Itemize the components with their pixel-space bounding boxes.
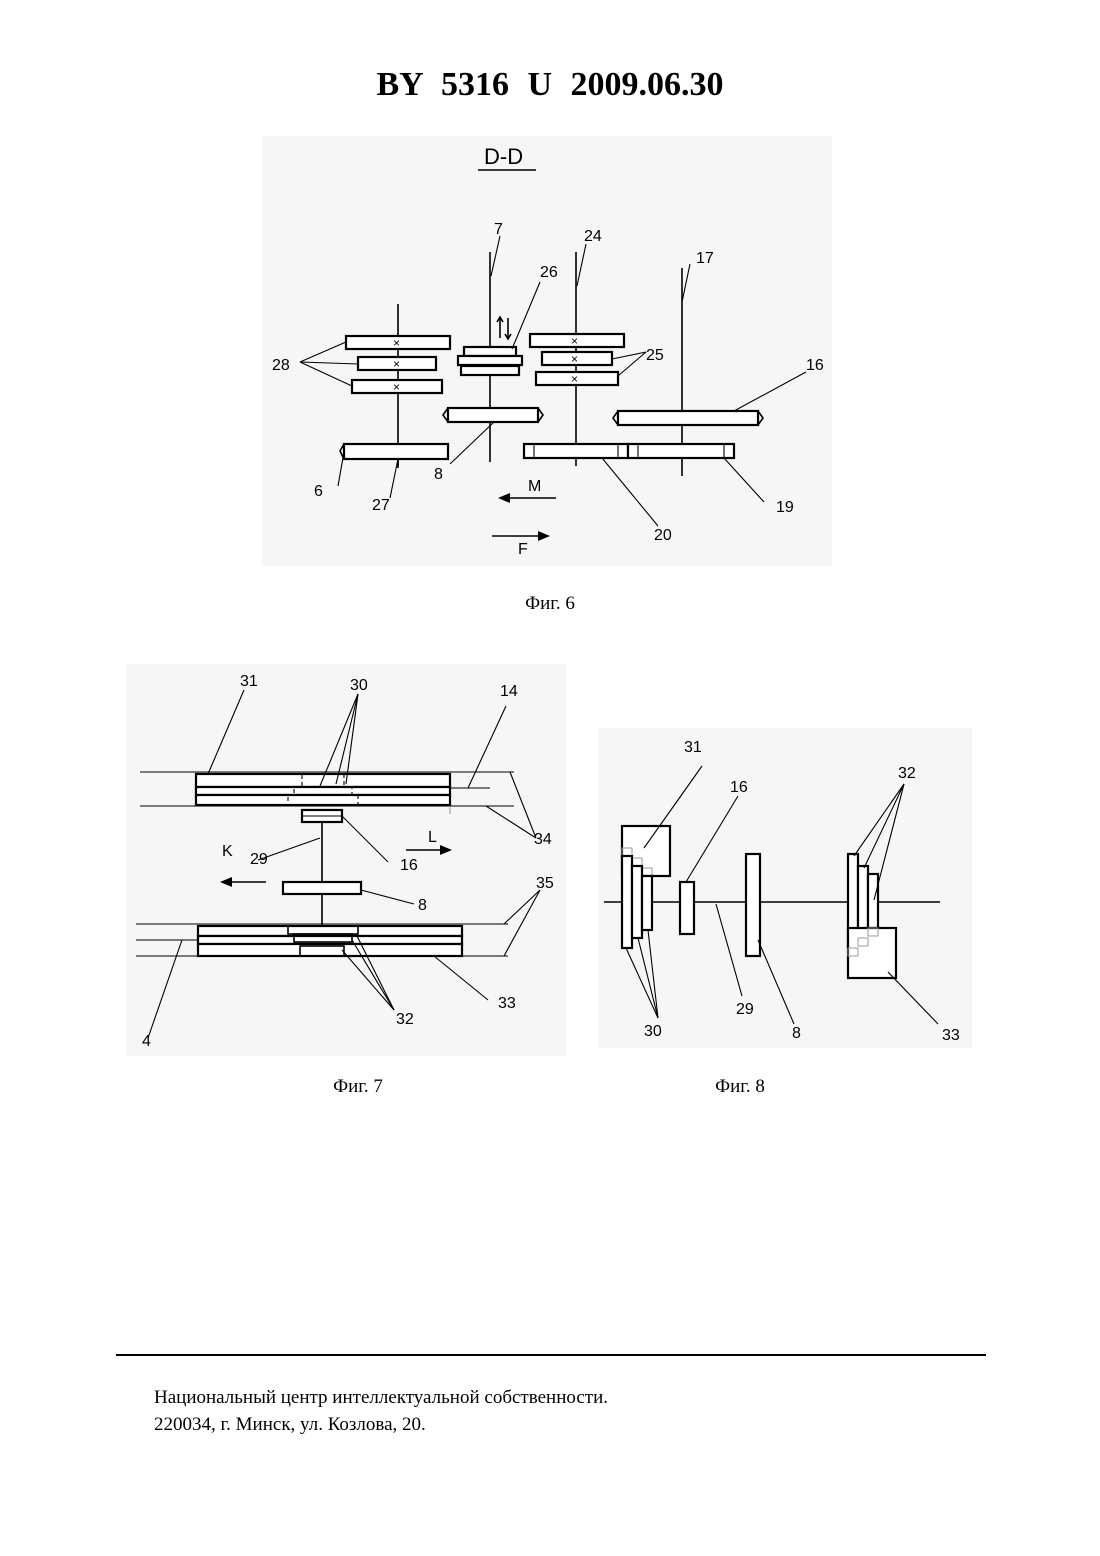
label-29: 29 <box>736 1001 754 1018</box>
gear-6 <box>344 444 448 459</box>
figure-6-caption: Фиг. 6 <box>450 593 650 615</box>
label-31: 31 <box>684 739 702 756</box>
label-K: K <box>222 843 233 860</box>
figure-8-caption: Фиг. 8 <box>640 1076 840 1098</box>
label-29: 29 <box>250 851 268 868</box>
label-8: 8 <box>418 897 427 914</box>
label-28: 28 <box>272 357 290 374</box>
label-16: 16 <box>806 357 824 374</box>
label-14: 14 <box>500 683 518 700</box>
gear-16 <box>680 882 694 934</box>
rack-30b <box>632 866 642 938</box>
rack-32c <box>868 874 878 928</box>
label-32: 32 <box>396 1011 414 1028</box>
label-20: 20 <box>654 527 672 544</box>
label-7: 7 <box>494 221 503 238</box>
rack-30a <box>622 856 632 948</box>
gear-8 <box>448 408 538 422</box>
label-30: 30 <box>644 1023 662 1040</box>
label-27: 27 <box>372 497 390 514</box>
figure-8: 31 16 32 30 29 8 33 <box>598 728 972 1048</box>
label-25: 25 <box>646 347 664 364</box>
label-19: 19 <box>776 499 794 516</box>
section-label: D-D <box>484 144 523 169</box>
figure-7-caption: Фиг. 7 <box>258 1076 458 1098</box>
label-16: 16 <box>730 779 748 796</box>
label-32: 32 <box>898 765 916 782</box>
label-34: 34 <box>534 831 552 848</box>
svg-text:×: × <box>571 334 578 348</box>
label-F: F <box>518 541 528 558</box>
svg-text:×: × <box>571 352 578 366</box>
rack-31b <box>196 787 450 795</box>
rack-31a <box>196 774 450 787</box>
label-16: 16 <box>400 857 418 874</box>
label-4: 4 <box>142 1033 151 1050</box>
label-35: 35 <box>536 875 554 892</box>
gear-26b <box>458 356 522 365</box>
figure-7: 31 30 14 34 K L 29 16 8 35 4 32 33 <box>126 664 566 1056</box>
label-24: 24 <box>584 228 602 245</box>
gear-19 <box>628 444 734 458</box>
footer-line-2: 220034, г. Минск, ул. Козлова, 20. <box>154 1411 608 1438</box>
svg-text:×: × <box>393 336 400 350</box>
figure-6: D-D × × × × × × <box>262 136 832 566</box>
gear-8 <box>283 882 361 894</box>
label-L: L <box>428 829 437 846</box>
label-8: 8 <box>792 1025 801 1042</box>
label-6: 6 <box>314 483 323 500</box>
rack-30c <box>642 876 652 930</box>
label-30: 30 <box>350 677 368 694</box>
label-M: M <box>528 478 541 495</box>
gear-26c <box>461 366 519 375</box>
label-17: 17 <box>696 250 714 267</box>
rack-31c <box>196 795 450 805</box>
label-26: 26 <box>540 264 558 281</box>
gear-26a <box>464 347 516 356</box>
footer-line-1: Национальный центр интеллектуальной собс… <box>154 1384 608 1411</box>
gear-16 <box>618 411 758 425</box>
label-33: 33 <box>498 995 516 1012</box>
footer-divider <box>116 1354 986 1356</box>
label-31: 31 <box>240 673 258 690</box>
document-header: BY 5316 U 2009.06.30 <box>0 66 1100 104</box>
svg-text:×: × <box>393 380 400 394</box>
label-33: 33 <box>942 1027 960 1044</box>
svg-text:×: × <box>393 357 400 371</box>
footer: Национальный центр интеллектуальной собс… <box>154 1384 608 1438</box>
label-8: 8 <box>434 466 443 483</box>
gear-20 <box>524 444 628 458</box>
svg-text:×: × <box>571 372 578 386</box>
